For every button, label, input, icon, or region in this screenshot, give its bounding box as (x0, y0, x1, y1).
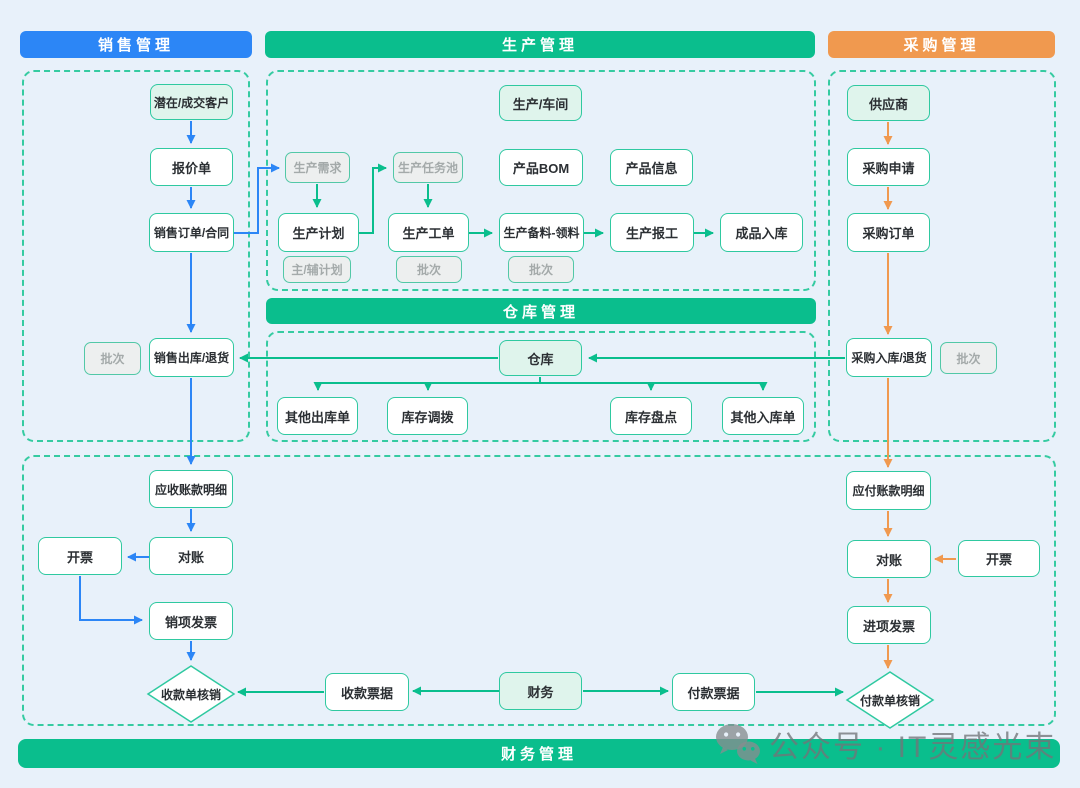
node-finished-goods-inbound: 成品入库 (720, 213, 803, 252)
node-quotation: 报价单 (150, 148, 233, 186)
node-invoicing-sales: 开票 (38, 537, 122, 575)
node-workshop: 生产/车间 (499, 85, 582, 121)
tag-main-aux-plan: 主/辅计划 (283, 256, 351, 283)
node-payables-detail: 应付账款明细 (846, 471, 931, 510)
node-finance: 财务 (499, 672, 582, 710)
node-sales-outbound: 销售出库/退货 (149, 338, 234, 377)
node-receivables-detail: 应收账款明细 (149, 470, 233, 508)
group-warehouse (266, 331, 816, 442)
node-stock-count: 库存盘点 (610, 397, 692, 435)
tag-batch-material: 批次 (508, 256, 574, 283)
diamond-receipt-writeoff (146, 665, 236, 723)
tag-batch-sales: 批次 (84, 342, 141, 375)
section-header-purchase: 采购管理 (828, 31, 1055, 58)
node-purchase-order: 采购订单 (847, 213, 930, 252)
node-reconciliation-sales: 对账 (149, 537, 233, 575)
node-production-demand: 生产需求 (285, 152, 350, 183)
node-task-pool: 生产任务池 (393, 152, 463, 183)
node-payment-bills: 付款票据 (672, 673, 755, 711)
node-material-prep: 生产备料-领料 (499, 213, 584, 252)
node-receipt-bills: 收款票据 (325, 673, 409, 711)
node-invoicing-purchase: 开票 (958, 540, 1040, 577)
node-product-info: 产品信息 (610, 149, 693, 186)
node-supplier: 供应商 (847, 85, 930, 121)
node-product-bom: 产品BOM (499, 149, 583, 186)
node-customers: 潜在/成交客户 (150, 84, 233, 120)
node-purchase-inbound: 采购入库/退货 (846, 338, 932, 377)
section-header-warehouse: 仓库管理 (266, 298, 816, 324)
node-other-inbound: 其他入库单 (722, 397, 804, 435)
node-production-report: 生产报工 (610, 213, 694, 252)
group-production (266, 70, 816, 291)
tag-batch-purchase: 批次 (940, 342, 997, 374)
group-finance (22, 455, 1056, 726)
node-production-plan: 生产计划 (278, 213, 359, 252)
section-header-production: 生产管理 (265, 31, 815, 58)
node-other-outbound: 其他出库单 (277, 397, 358, 435)
node-input-invoice: 进项发票 (847, 606, 931, 644)
tag-batch-workorder: 批次 (396, 256, 462, 283)
node-reconciliation-purchase: 对账 (847, 540, 931, 578)
group-purchase (828, 70, 1056, 442)
node-receipt-writeoff: 收款单核销 (160, 687, 221, 702)
node-work-order: 生产工单 (388, 213, 469, 252)
diamond-payment-writeoff (845, 671, 935, 729)
section-header-finance: 财务管理 (18, 739, 1060, 768)
group-sales (22, 70, 250, 442)
node-warehouse: 仓库 (499, 340, 582, 376)
node-sales-order: 销售订单/合同 (149, 213, 234, 252)
node-payment-writeoff: 付款单核销 (859, 693, 920, 708)
node-purchase-request: 采购申请 (847, 148, 930, 186)
node-output-invoice: 销项发票 (149, 602, 233, 640)
section-header-sales: 销售管理 (20, 31, 252, 58)
node-stock-transfer: 库存调拨 (387, 397, 468, 435)
